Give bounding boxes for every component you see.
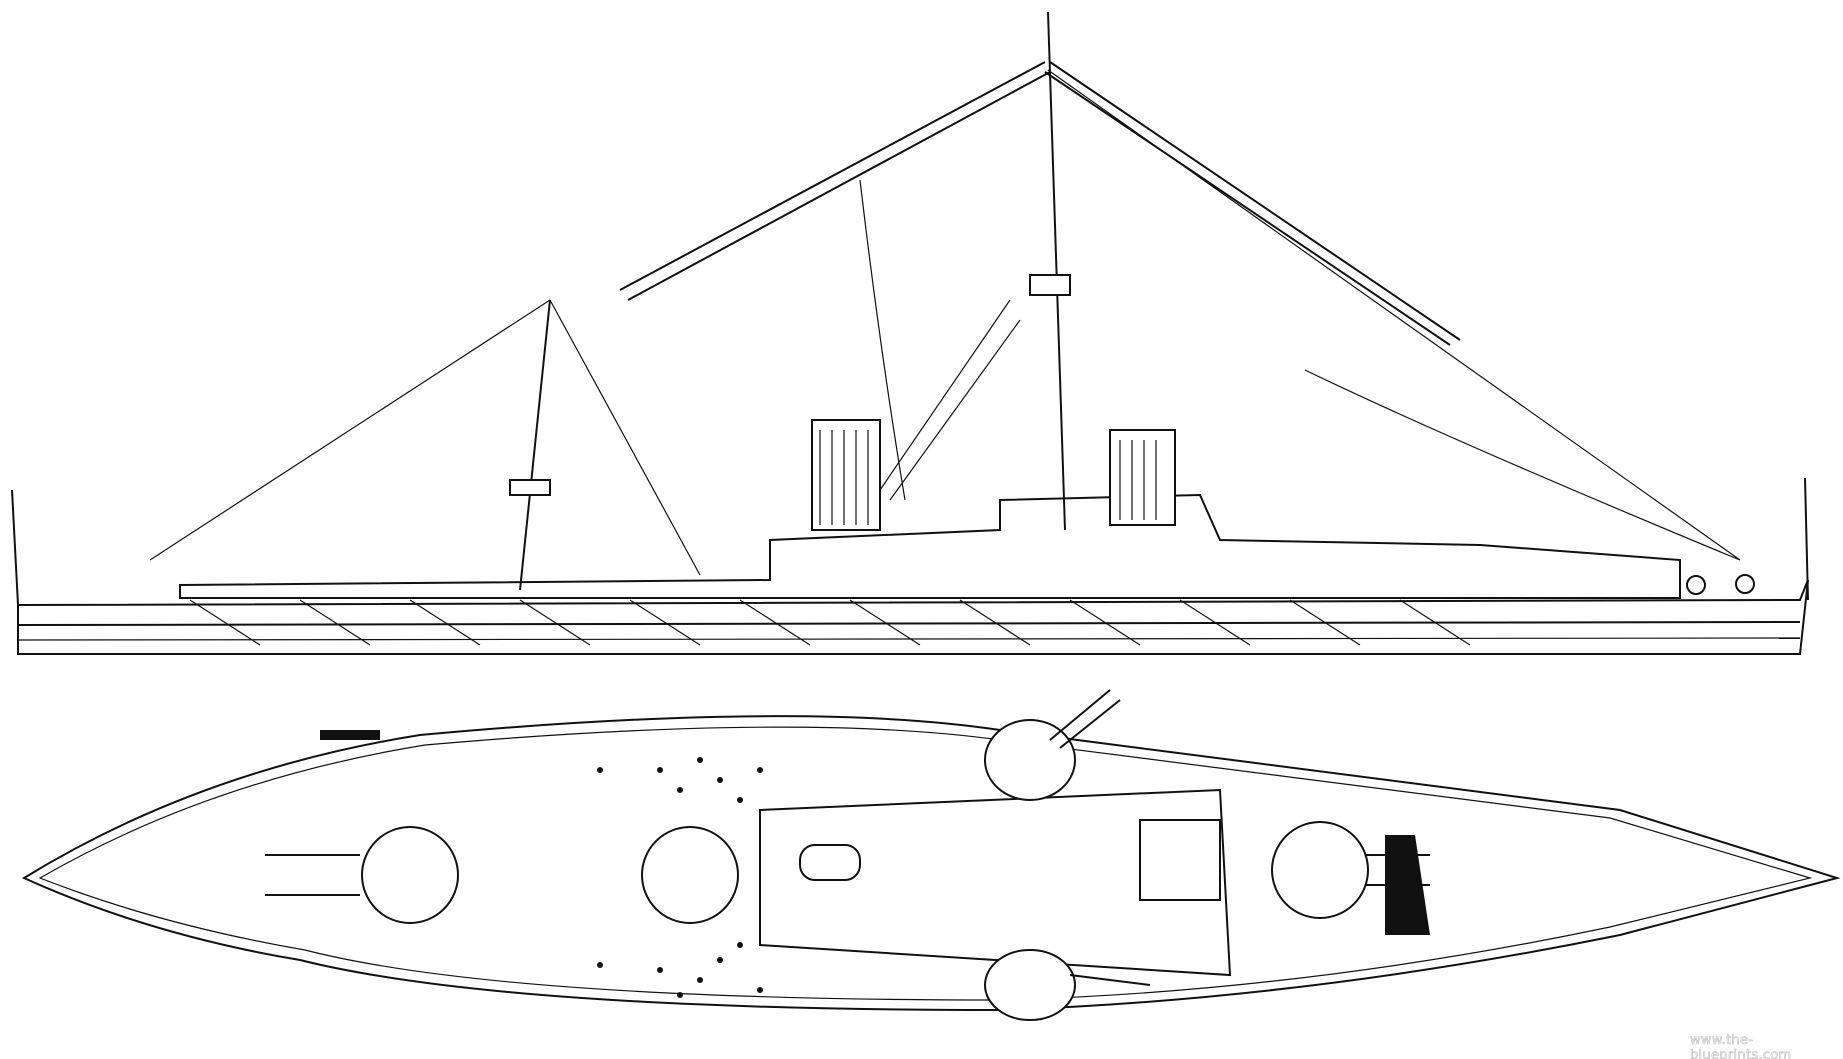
- derrick-boom-right: [1044, 61, 1461, 346]
- funnel-aft: [1109, 429, 1176, 526]
- derrick-boom-left: [619, 61, 1051, 301]
- center-superstructure: [759, 788, 1232, 977]
- watermark: www.the-blueprints.com: [1690, 1033, 1792, 1059]
- side-profile-view: [11, 11, 1809, 655]
- deck-fittings: [597, 757, 763, 998]
- bow-stem: [1804, 477, 1809, 601]
- torpedo-net-booms: [189, 599, 1471, 646]
- gun-turrets: [265, 689, 1430, 1021]
- main-mast: [1047, 11, 1066, 531]
- rigging: [149, 69, 1741, 576]
- hatched-area: [1385, 835, 1430, 935]
- funnel-forward: [811, 419, 881, 531]
- side-superstructure: [179, 493, 1681, 599]
- fore-mast: [519, 299, 551, 591]
- stern: [11, 489, 19, 606]
- top-plan-view: [21, 689, 1841, 1021]
